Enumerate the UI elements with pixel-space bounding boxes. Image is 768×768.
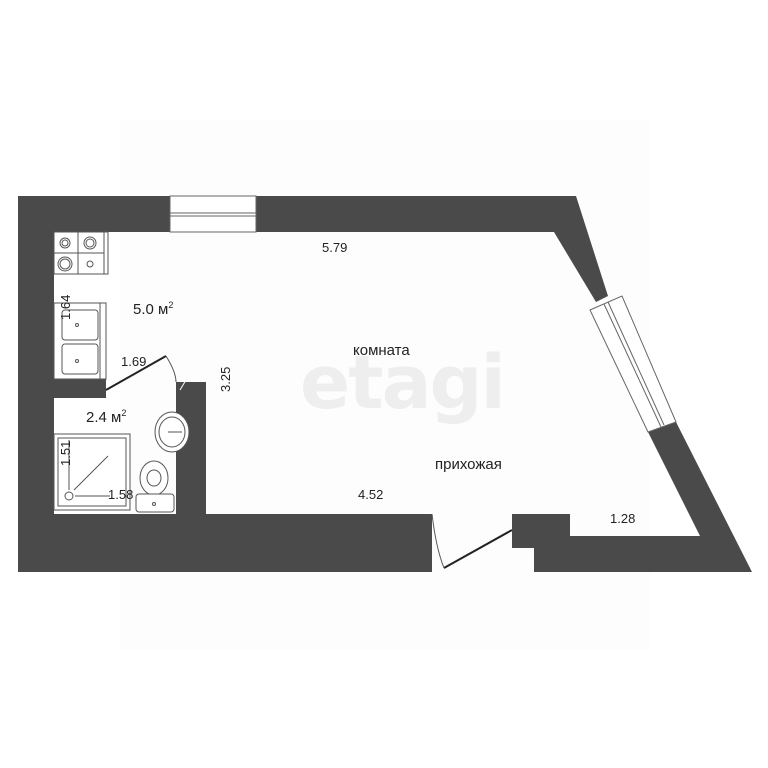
watermark: etagi — [300, 340, 506, 426]
kitchen-area: 5.0 м2 — [133, 300, 174, 318]
walls — [18, 196, 752, 572]
washbasin-icon — [154, 411, 190, 453]
door-icon — [105, 355, 187, 391]
toilet-icon — [135, 460, 175, 513]
window-icon — [169, 195, 257, 233]
room-label: комната — [353, 342, 410, 359]
dim-partition: 3.25 — [218, 366, 233, 392]
dim-top-wall: 5.79 — [322, 240, 348, 255]
dim-kitchen-door: 1.69 — [121, 354, 147, 369]
dim-bath-side: 1.51 — [58, 440, 73, 466]
dim-kitchen-side: 1.64 — [58, 294, 73, 320]
shower-icon — [53, 433, 131, 511]
dim-bath-width: 1.58 — [108, 487, 134, 502]
door-icon — [431, 513, 513, 569]
hallway-label: прихожая — [435, 456, 502, 473]
window-icon — [589, 295, 677, 433]
stove-icon — [53, 231, 109, 275]
dim-hall-right: 1.28 — [610, 511, 636, 526]
sink-icon — [53, 302, 107, 380]
dim-bottom-wall: 4.52 — [358, 487, 384, 502]
bathroom-area: 2.4 м2 — [86, 408, 127, 426]
